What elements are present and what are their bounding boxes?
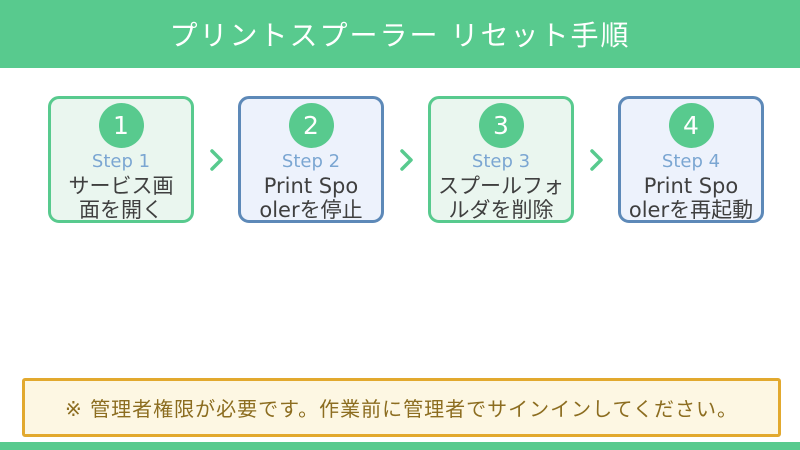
chevron-right-icon xyxy=(194,96,238,223)
page-title: プリントスプーラー リセット手順 xyxy=(169,19,631,52)
chevron-right-icon xyxy=(574,96,618,223)
step-card-4: 4 Step 4 Print Spo olerを再起動 xyxy=(618,96,764,223)
step-number-badge: 4 xyxy=(668,103,714,148)
step-card-2: 2 Step 2 Print Spo olerを停止 xyxy=(238,96,384,223)
notice-banner: ※ 管理者権限が必要です。作業前に管理者でサインインしてください。 xyxy=(22,378,781,437)
step-number-badge: 1 xyxy=(98,103,144,148)
step-number-badge: 3 xyxy=(478,103,524,148)
chevron-right-icon xyxy=(384,96,428,223)
bottom-accent-bar xyxy=(0,442,800,450)
step-card-1: 1 Step 1 サービス画 面を開く xyxy=(48,96,194,223)
step-description: Print Spo olerを停止 xyxy=(259,173,363,222)
step-label: Step 1 xyxy=(91,151,151,172)
step-label: Step 4 xyxy=(661,151,721,172)
steps-row: 1 Step 1 サービス画 面を開く 2 Step 2 Print Spo o… xyxy=(48,96,764,223)
step-description: サービス画 面を開く xyxy=(68,173,174,222)
step-label: Step 2 xyxy=(281,151,341,172)
step-card-3: 3 Step 3 スプールフォ ルダを削除 xyxy=(428,96,574,223)
step-number: 1 xyxy=(113,111,129,140)
step-number: 2 xyxy=(303,111,319,140)
step-number: 3 xyxy=(493,111,509,140)
notice-text: ※ 管理者権限が必要です。作業前に管理者でサインインしてください。 xyxy=(65,397,738,421)
title-bar: プリントスプーラー リセット手順 xyxy=(0,0,800,68)
step-number-badge: 2 xyxy=(288,103,334,148)
step-description: スプールフォ ルダを削除 xyxy=(438,173,564,222)
step-label: Step 3 xyxy=(471,151,531,172)
step-description: Print Spo olerを再起動 xyxy=(628,173,754,222)
step-number: 4 xyxy=(683,111,699,140)
